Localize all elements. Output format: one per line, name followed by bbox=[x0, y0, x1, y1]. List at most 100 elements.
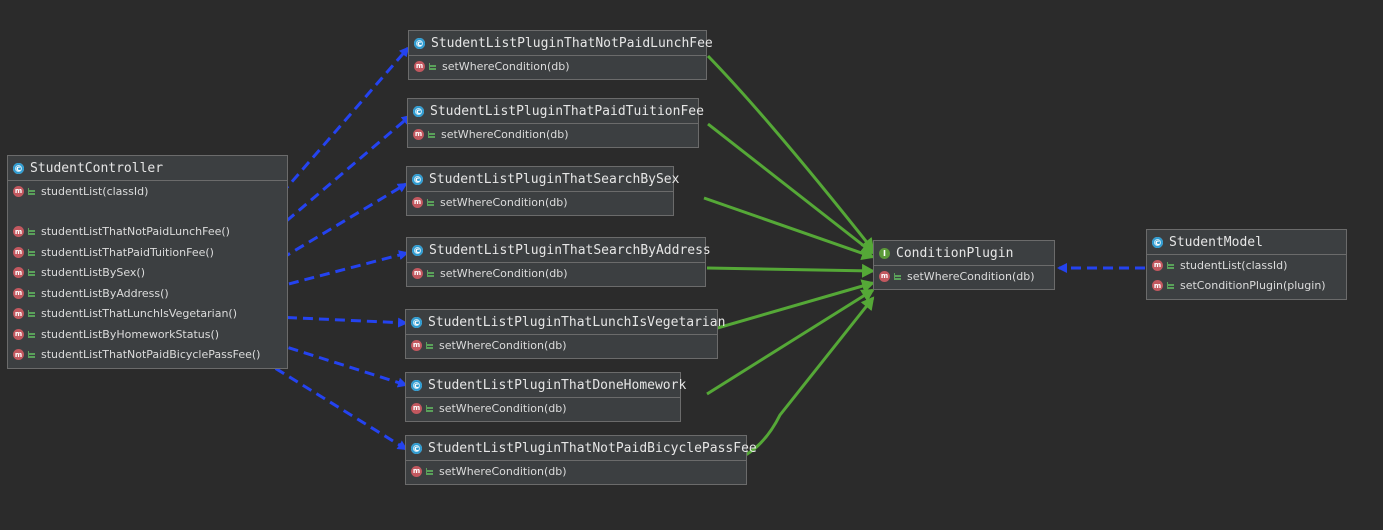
method-name: setWhereCondition(db) bbox=[440, 266, 568, 280]
class-name: StudentListPluginThatSearchBySex bbox=[429, 171, 680, 187]
public-visibility-icon bbox=[28, 248, 35, 256]
public-visibility-icon bbox=[28, 228, 35, 236]
method-row[interactable]: m studentListThatPaidTuitionFee() bbox=[8, 242, 287, 263]
realization-edge-search-by-address bbox=[706, 263, 875, 278]
method-name: setWhereCondition(db) bbox=[439, 464, 567, 478]
method-icon: m bbox=[13, 308, 24, 320]
student-controller-class-box[interactable]: c StudentController m studentList(classI… bbox=[7, 155, 288, 369]
plugin-done-homework-class-box[interactable]: c StudentListPluginThatDoneHomework m se… bbox=[405, 372, 686, 422]
plugin-header: c StudentListPluginThatLunchIsVegetarian bbox=[406, 310, 725, 335]
method-icon: m bbox=[412, 267, 423, 279]
method-row[interactable]: m studentListThatNotPaidLunchFee() bbox=[8, 222, 287, 243]
class-name: StudentController bbox=[30, 160, 164, 176]
plugin-lunch-is-vegetarian-class-box[interactable]: c StudentListPluginThatLunchIsVegetarian… bbox=[405, 309, 725, 359]
method-name: studentListThatLunchIsVegetarian() bbox=[41, 307, 238, 321]
method-name: studentListBySex() bbox=[41, 266, 145, 280]
public-visibility-icon bbox=[426, 404, 433, 412]
method-row[interactable]: m setWhereCondition(db) bbox=[406, 398, 680, 419]
class-icon: c bbox=[413, 105, 424, 117]
method-name: studentListByAddress() bbox=[41, 286, 169, 300]
method-icon: m bbox=[412, 196, 423, 208]
method-name: setConditionPlugin(plugin) bbox=[1180, 279, 1326, 293]
method-row[interactable]: m studentListByHomeworkStatus() bbox=[8, 324, 287, 345]
plugin-header: c StudentListPluginThatPaidTuitionFee bbox=[408, 99, 704, 124]
class-icon: c bbox=[412, 244, 423, 256]
method-spacer bbox=[8, 202, 287, 222]
method-icon: m bbox=[13, 349, 24, 361]
method-row[interactable]: m studentList(classId) bbox=[1147, 255, 1346, 276]
class-name: StudentListPluginThatNotPaidBicyclePassF… bbox=[428, 440, 757, 456]
method-row[interactable]: m studentListBySex() bbox=[8, 263, 287, 284]
method-icon: m bbox=[411, 339, 422, 351]
method-row[interactable]: m studentListByAddress() bbox=[8, 283, 287, 304]
class-name: StudentListPluginThatPaidTuitionFee bbox=[430, 103, 704, 119]
method-icon: m bbox=[13, 267, 24, 279]
method-name: setWhereCondition(db) bbox=[440, 195, 568, 209]
method-row[interactable]: m setWhereCondition(db) bbox=[406, 335, 717, 356]
public-visibility-icon bbox=[28, 310, 35, 318]
public-visibility-icon bbox=[429, 62, 436, 70]
plugin-search-by-address-class-box[interactable]: c StudentListPluginThatSearchByAddress m… bbox=[406, 237, 711, 287]
method-icon: m bbox=[414, 60, 425, 72]
method-name: studentListThatPaidTuitionFee() bbox=[41, 245, 214, 259]
method-icon: m bbox=[13, 226, 24, 238]
method-row[interactable]: m studentList(classId) bbox=[8, 181, 287, 202]
method-name: setWhereCondition(db) bbox=[442, 59, 570, 73]
interface-name: ConditionPlugin bbox=[896, 245, 1014, 261]
method-name: setWhereCondition(db) bbox=[441, 127, 569, 141]
plugin-header: c StudentListPluginThatNotPaidLunchFee bbox=[409, 31, 713, 56]
class-name: StudentListPluginThatSearchByAddress bbox=[429, 242, 711, 258]
method-name: studentListThatNotPaidBicyclePassFee() bbox=[41, 348, 261, 362]
method-row[interactable]: m setWhereCondition(db) bbox=[408, 124, 698, 145]
public-visibility-icon bbox=[426, 467, 433, 475]
method-icon: m bbox=[1152, 280, 1163, 292]
method-row[interactable]: m setWhereCondition(db) bbox=[874, 266, 1054, 287]
class-name: StudentModel bbox=[1169, 234, 1263, 250]
plugin-not-paid-bicycle-pass-fee-class-box[interactable]: c StudentListPluginThatNotPaidBicyclePas… bbox=[405, 435, 757, 485]
interface-icon: I bbox=[879, 247, 890, 259]
class-icon: c bbox=[1152, 236, 1163, 248]
public-visibility-icon bbox=[894, 272, 901, 280]
public-visibility-icon bbox=[28, 187, 35, 195]
plugin-search-by-sex-class-box[interactable]: c StudentListPluginThatSearchBySex m set… bbox=[406, 166, 679, 216]
method-row[interactable]: m setWhereCondition(db) bbox=[407, 192, 673, 213]
method-icon: m bbox=[411, 402, 422, 414]
method-row[interactable]: m setConditionPlugin(plugin) bbox=[1147, 276, 1346, 297]
method-row[interactable]: m setWhereCondition(db) bbox=[409, 56, 706, 77]
plugin-header: c StudentListPluginThatDoneHomework bbox=[406, 373, 686, 398]
plugin-not-paid-lunch-fee-class-box[interactable]: c StudentListPluginThatNotPaidLunchFee m… bbox=[408, 30, 713, 80]
public-visibility-icon bbox=[1167, 282, 1174, 290]
plugin-header: c StudentListPluginThatSearchByAddress bbox=[407, 238, 711, 263]
class-name: StudentListPluginThatDoneHomework bbox=[428, 377, 687, 393]
student-model-header: c StudentModel bbox=[1147, 230, 1346, 255]
realization-edge-lunch-vegetarian bbox=[706, 279, 875, 333]
method-row[interactable]: m studentListThatLunchIsVegetarian() bbox=[8, 304, 287, 325]
realization-edge-not-paid-bicycle-pass-fee bbox=[725, 296, 875, 465]
method-row[interactable]: m studentListThatNotPaidBicyclePassFee() bbox=[8, 345, 287, 366]
public-visibility-icon bbox=[28, 269, 35, 277]
method-icon: m bbox=[13, 287, 24, 299]
class-name: StudentListPluginThatLunchIsVegetarian bbox=[428, 314, 726, 330]
class-name: StudentListPluginThatNotPaidLunchFee bbox=[431, 35, 713, 51]
class-icon: c bbox=[412, 173, 423, 185]
student-model-class-box[interactable]: c StudentModel m studentList(classId) m … bbox=[1146, 229, 1347, 300]
method-row[interactable]: m setWhereCondition(db) bbox=[407, 263, 705, 284]
method-icon: m bbox=[13, 246, 24, 258]
realization-edge-paid-tuition-fee bbox=[707, 122, 875, 255]
method-icon: m bbox=[413, 128, 424, 140]
dependency-edge-search-by-sex bbox=[253, 182, 408, 277]
plugin-header: c StudentListPluginThatSearchBySex bbox=[407, 167, 679, 192]
public-visibility-icon bbox=[427, 198, 434, 206]
method-name: studentListThatNotPaidLunchFee() bbox=[41, 225, 230, 239]
class-icon: c bbox=[411, 316, 422, 328]
public-visibility-icon bbox=[1167, 261, 1174, 269]
class-icon: c bbox=[13, 162, 24, 174]
method-name: studentList(classId) bbox=[41, 184, 149, 198]
public-visibility-icon bbox=[28, 351, 35, 359]
method-row[interactable]: m setWhereCondition(db) bbox=[406, 461, 746, 482]
method-icon: m bbox=[13, 185, 24, 197]
condition-plugin-interface-box[interactable]: I ConditionPlugin m setWhereCondition(db… bbox=[873, 240, 1055, 290]
plugin-paid-tuition-fee-class-box[interactable]: c StudentListPluginThatPaidTuitionFee m … bbox=[407, 98, 704, 148]
class-icon: c bbox=[411, 442, 422, 454]
method-icon: m bbox=[1152, 259, 1163, 271]
